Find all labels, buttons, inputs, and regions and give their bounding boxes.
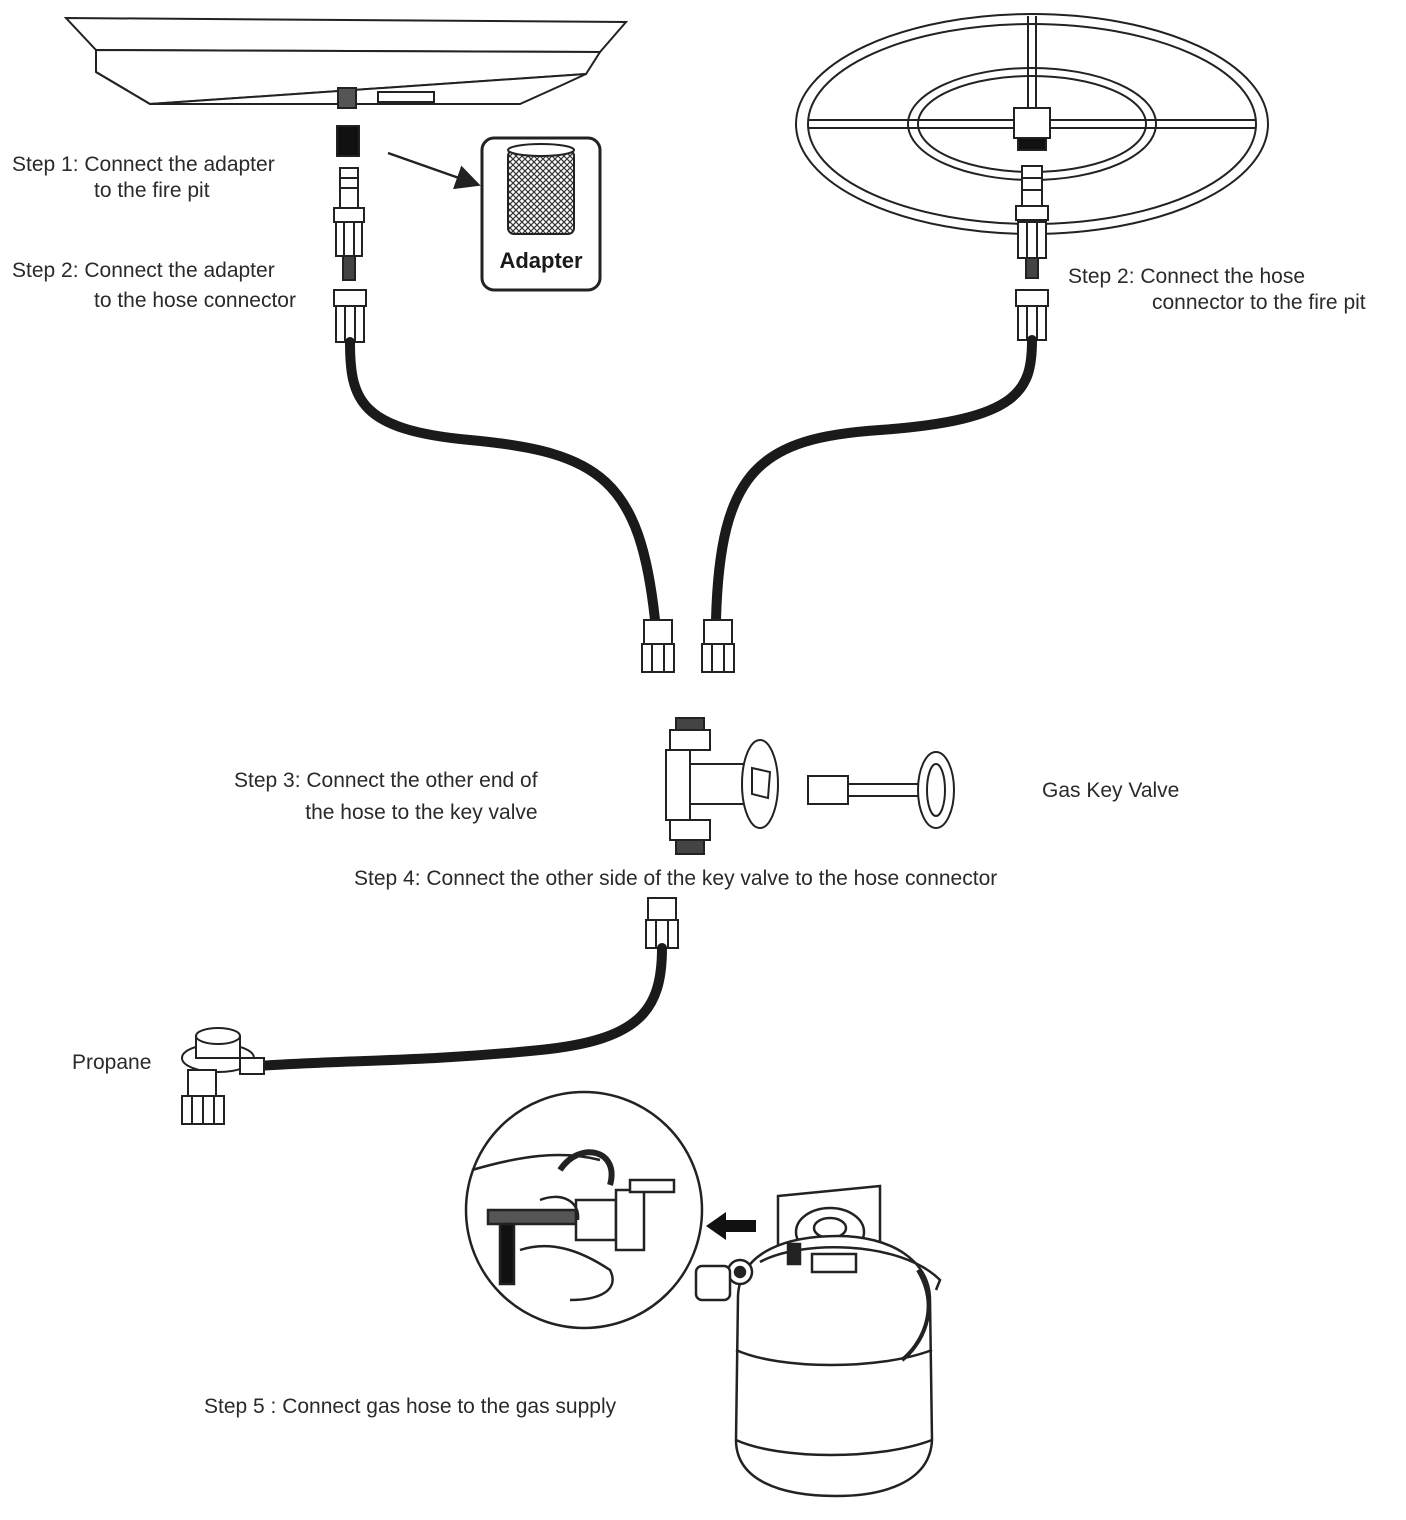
adapter-callout: Adapter	[480, 136, 602, 292]
propane-regulator	[181, 1027, 265, 1125]
gas-key	[807, 751, 955, 829]
key-valve-tee	[665, 717, 779, 855]
step1-line1: Step 1: Connect the adapter	[12, 153, 275, 176]
step4-label: Step 4: Connect the other side of the ke…	[354, 867, 998, 890]
lower-hose	[253, 943, 667, 1071]
step1-label: Step 1: Connect the adapter to the fire …	[12, 152, 275, 205]
propane-cylinder	[694, 1184, 942, 1498]
lower-hose-fitting	[645, 897, 679, 949]
step2-right-line2: connector to the fire pit	[1152, 291, 1366, 315]
step2-left-line1: Step 2: Connect the adapter	[12, 259, 275, 282]
step5-label: Step 5 : Connect gas hose to the gas sup…	[204, 1395, 617, 1418]
gas-key-valve-label: Gas Key Valve	[1042, 779, 1180, 802]
step3-line1: Step 3: Connect the other end of	[234, 769, 538, 792]
square-fire-pit-pan	[63, 16, 629, 109]
propane-label: Propane	[72, 1051, 152, 1074]
step3-line2: the hose to the key valve	[305, 801, 538, 825]
adapter-arrow	[387, 151, 481, 190]
adapter-label: Adapter	[499, 248, 583, 273]
left-fitting-stack	[333, 125, 367, 343]
step2-right-line1: Step 2: Connect the hose	[1068, 265, 1305, 288]
right-fitting-stack	[1013, 107, 1051, 341]
hose-end-fittings	[641, 619, 735, 673]
left-hose	[345, 337, 660, 625]
right-hose	[711, 335, 1037, 625]
step2-left-label: Step 2: Connect the adapter to the hose …	[12, 258, 296, 315]
step2-right-label: Step 2: Connect the hose connector to th…	[1068, 264, 1366, 317]
cylinder-arrow	[706, 1212, 756, 1240]
connection-inset	[464, 1090, 704, 1330]
step3-label: Step 3: Connect the other end of the hos…	[234, 768, 538, 827]
step2-left-line2: to the hose connector	[94, 289, 296, 313]
step1-line2: to the fire pit	[94, 179, 210, 203]
